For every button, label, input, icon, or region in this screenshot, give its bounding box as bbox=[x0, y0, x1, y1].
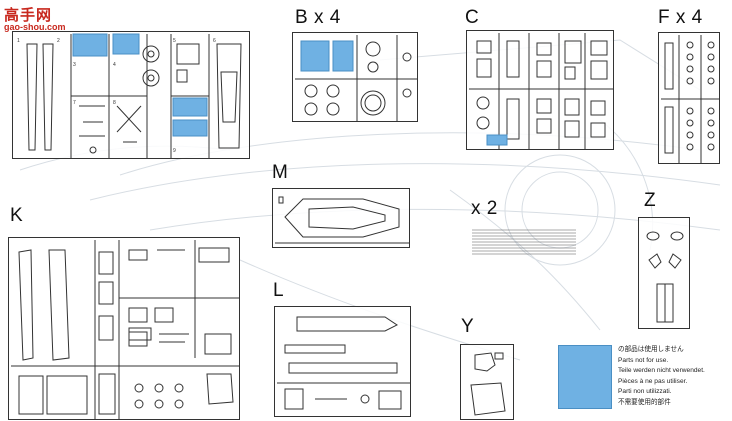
sprue-z-frame bbox=[638, 217, 690, 329]
sprue-b-parts bbox=[295, 35, 417, 121]
legend-line-japanese: の部品は使用しません bbox=[618, 346, 684, 353]
parts-not-for-use-legend: の部品は使用しません Parts not for use. Teile werd… bbox=[558, 345, 728, 417]
sprue-m-parts bbox=[275, 196, 409, 244]
sprue-k-frame bbox=[8, 237, 240, 420]
watermark-site-name: 高手网 bbox=[4, 6, 53, 24]
sprue-k-parts bbox=[11, 240, 239, 419]
legend-line-chinese: 不需要使用的部件 bbox=[618, 398, 671, 406]
sprue-label-b: B x 4 bbox=[295, 7, 341, 28]
sprue-y-parts bbox=[470, 352, 506, 416]
svg-text:8: 8 bbox=[113, 100, 116, 106]
sprue-f-parts bbox=[661, 35, 719, 163]
svg-text:4: 4 bbox=[113, 62, 116, 68]
legend-line-french: Pièces à ne pas utiliser. bbox=[618, 377, 688, 385]
watermark-url: gao-shou.com bbox=[4, 22, 66, 32]
sprue-f-frame bbox=[658, 32, 720, 164]
legend-line-german: Teile werden nicht verwendet. bbox=[618, 367, 705, 375]
track-links-strip bbox=[472, 229, 576, 255]
sprue-label-l: L bbox=[273, 280, 285, 301]
sprue-m-frame bbox=[272, 188, 410, 248]
sprue-c-frame bbox=[466, 30, 614, 150]
svg-text:1: 1 bbox=[17, 38, 20, 44]
svg-text:2: 2 bbox=[57, 38, 60, 44]
svg-text:3: 3 bbox=[73, 62, 76, 68]
site-watermark: 高手网 gao-shou.com bbox=[4, 4, 82, 34]
sprue-label-c: C bbox=[465, 7, 480, 28]
sprue-a-parts: 1 2 3 4 5 6 7 8 9 bbox=[17, 33, 242, 158]
sprue-c-parts bbox=[469, 33, 613, 149]
sprue-a-frame: 1 2 3 4 5 6 7 8 9 bbox=[12, 31, 250, 159]
svg-text:7: 7 bbox=[73, 100, 76, 106]
svg-text:5: 5 bbox=[173, 38, 176, 44]
legend-text: の部品は使用しません Parts not for use. Teile werd… bbox=[618, 345, 705, 409]
sprue-label-k: K bbox=[10, 205, 24, 226]
sprue-label-m: M bbox=[272, 162, 289, 183]
svg-text:6: 6 bbox=[213, 38, 216, 44]
sprue-z-parts bbox=[646, 231, 684, 323]
legend-line-italian: Parti non utilizzati. bbox=[618, 388, 672, 396]
sprue-l-frame bbox=[274, 306, 411, 417]
sprue-y-frame bbox=[460, 344, 514, 420]
legend-line-english: Parts not for use. bbox=[618, 356, 669, 364]
sprue-label-f: F x 4 bbox=[658, 7, 703, 28]
sprue-label-y: Y bbox=[461, 316, 475, 337]
sprue-label-z: Z bbox=[644, 190, 657, 211]
sprue-l-parts bbox=[277, 316, 410, 410]
svg-text:9: 9 bbox=[173, 148, 176, 154]
sprue-label-x2: x 2 bbox=[471, 198, 498, 219]
sprue-b-frame bbox=[292, 32, 418, 122]
legend-color-swatch bbox=[558, 345, 612, 409]
